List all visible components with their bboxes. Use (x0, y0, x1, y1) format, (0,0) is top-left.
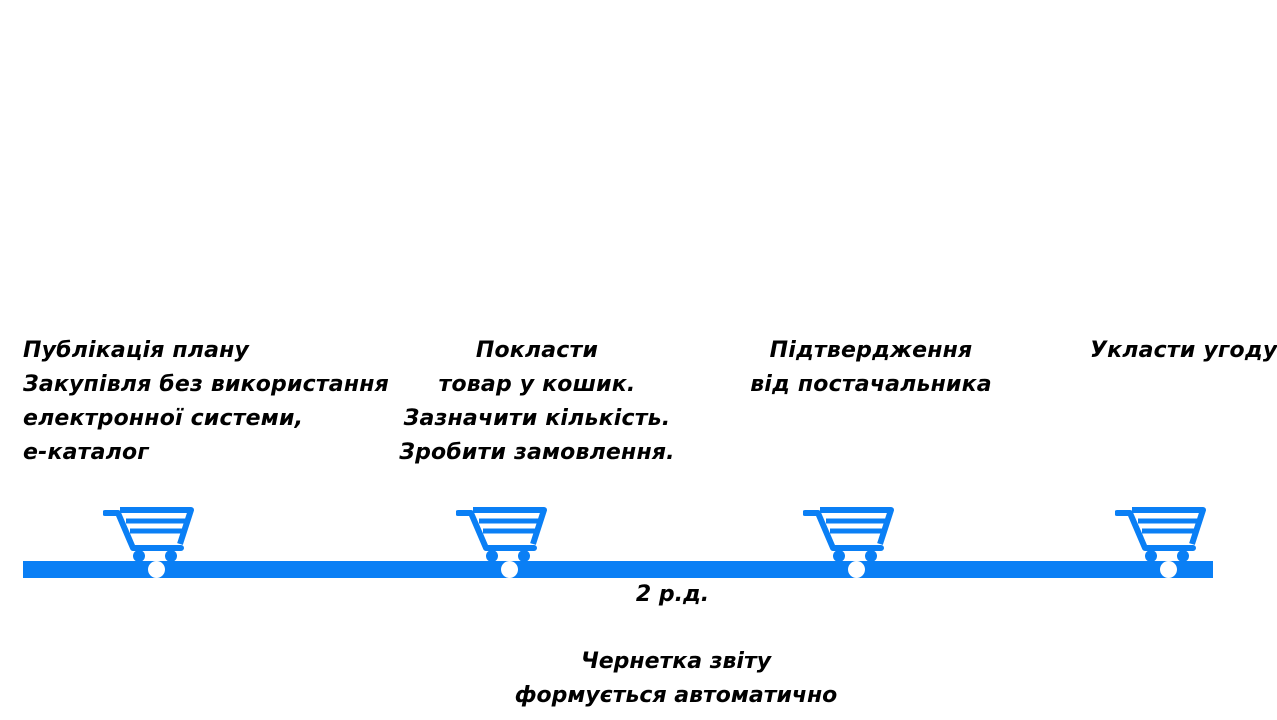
timeline-node (501, 561, 518, 578)
step-3-text: Підтвердження від постачальника (746, 334, 996, 402)
step-2-line-3: Зазначити кількість. (403, 406, 671, 431)
shopping-cart-icon (456, 504, 548, 564)
step-2-line-4: Зробити замовлення. (399, 440, 675, 465)
shopping-cart-icon (103, 504, 195, 564)
step-4-line-1: Укласти угоду (1090, 338, 1277, 363)
step-3-line-1: Підтвердження (769, 338, 973, 363)
timeline-node (1160, 561, 1177, 578)
step-2-text: Покласти товар у кошик. Зазначити кількі… (396, 334, 678, 470)
step-1-line-2: Закупівля без використання (23, 372, 389, 397)
step-1-line-4: е-каталог (23, 440, 149, 465)
duration-label: 2 р.д. (635, 582, 710, 607)
step-2-line-1: Покласти (475, 338, 599, 363)
timeline-node (148, 561, 165, 578)
shopping-cart-icon (1115, 504, 1207, 564)
report-note: Чернетка звіту формується автоматично (480, 645, 872, 713)
step-4-text: Укласти угоду (1090, 334, 1277, 368)
timeline-bar (23, 561, 1213, 578)
step-3-line-2: від постачальника (750, 372, 992, 397)
note-line-1: Чернетка звіту (580, 649, 772, 674)
step-1-text: Публікація плану Закупівля без використа… (23, 334, 389, 470)
timeline-node (848, 561, 865, 578)
step-2-line-2: товар у кошик. (438, 372, 636, 397)
shopping-cart-icon (803, 504, 895, 564)
step-1-line-1: Публікація плану (23, 338, 250, 363)
step-1-line-3: електронної системи, (23, 406, 304, 431)
note-line-2: формується автоматично (514, 683, 838, 708)
